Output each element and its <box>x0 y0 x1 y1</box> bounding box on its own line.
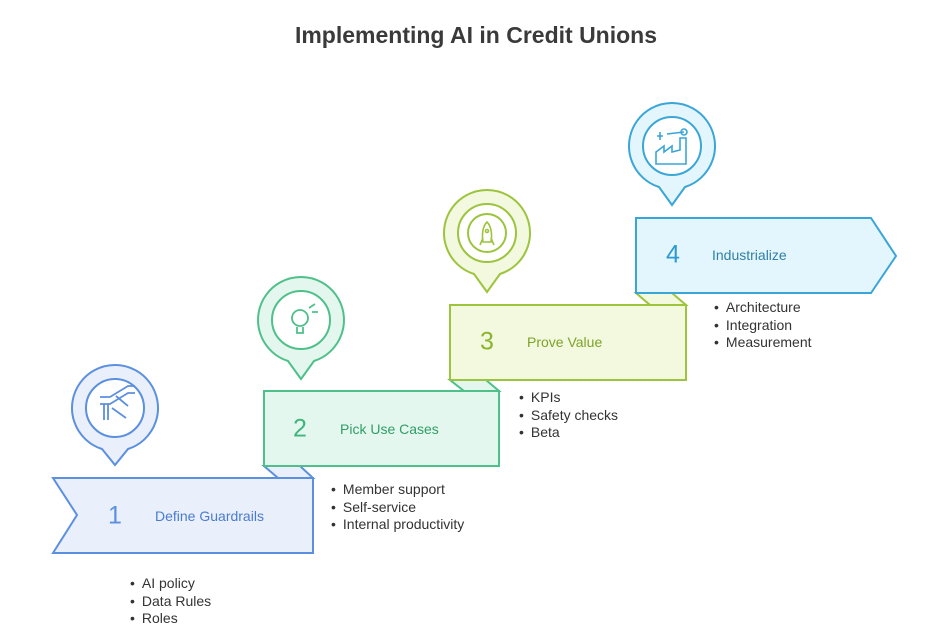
step-3-bullets: KPIs Safety checks Beta <box>519 389 618 442</box>
fold-1-2 <box>261 465 316 479</box>
page-title: Implementing AI in Credit Unions <box>294 22 658 48</box>
step-4-pin <box>628 102 716 207</box>
bullet-item: Measurement <box>714 334 812 352</box>
bullet-item: KPIs <box>519 389 618 407</box>
step-1-label: Define Guardrails <box>155 508 264 524</box>
step-1-box <box>51 477 314 554</box>
step-4-label: Industrialize <box>712 247 787 263</box>
bullet-item: Integration <box>714 317 812 335</box>
step-4-bullets: Architecture Integration Measurement <box>714 299 812 352</box>
bullet-item: Beta <box>519 424 618 442</box>
step-2-bullets: Member support Self-service Internal pro… <box>331 481 464 534</box>
step-3-number: 3 <box>480 327 494 356</box>
bullet-item: Roles <box>130 610 211 628</box>
factory-icon <box>655 128 688 165</box>
bullet-item: Member support <box>331 481 464 499</box>
bullet-item: AI policy <box>130 575 211 593</box>
bullet-item: Safety checks <box>519 407 618 425</box>
fold-2-3 <box>447 379 502 392</box>
step-1-number: 1 <box>108 501 122 530</box>
step-2-number: 2 <box>293 414 307 443</box>
escalator-icon <box>100 385 135 420</box>
rocket-icon <box>479 220 495 246</box>
step-1-pin <box>71 364 159 467</box>
step-3-label: Prove Value <box>527 334 603 350</box>
bullet-item: Architecture <box>714 299 812 317</box>
step-1-bullets: AI policy Data Rules Roles <box>130 575 211 628</box>
step-2-box <box>263 390 500 467</box>
step-2-label: Pick Use Cases <box>340 421 439 437</box>
bullet-item: Data Rules <box>130 593 211 611</box>
step-4-box <box>635 217 898 294</box>
bullet-item: Internal productivity <box>331 516 464 534</box>
step-3-pin <box>443 189 531 294</box>
lightbulb-icon <box>291 303 318 334</box>
fold-3-4 <box>633 292 689 306</box>
step-2-pin <box>257 276 345 381</box>
step-4-number: 4 <box>666 240 680 269</box>
step-3-box <box>449 304 687 381</box>
bullet-item: Self-service <box>331 499 464 517</box>
